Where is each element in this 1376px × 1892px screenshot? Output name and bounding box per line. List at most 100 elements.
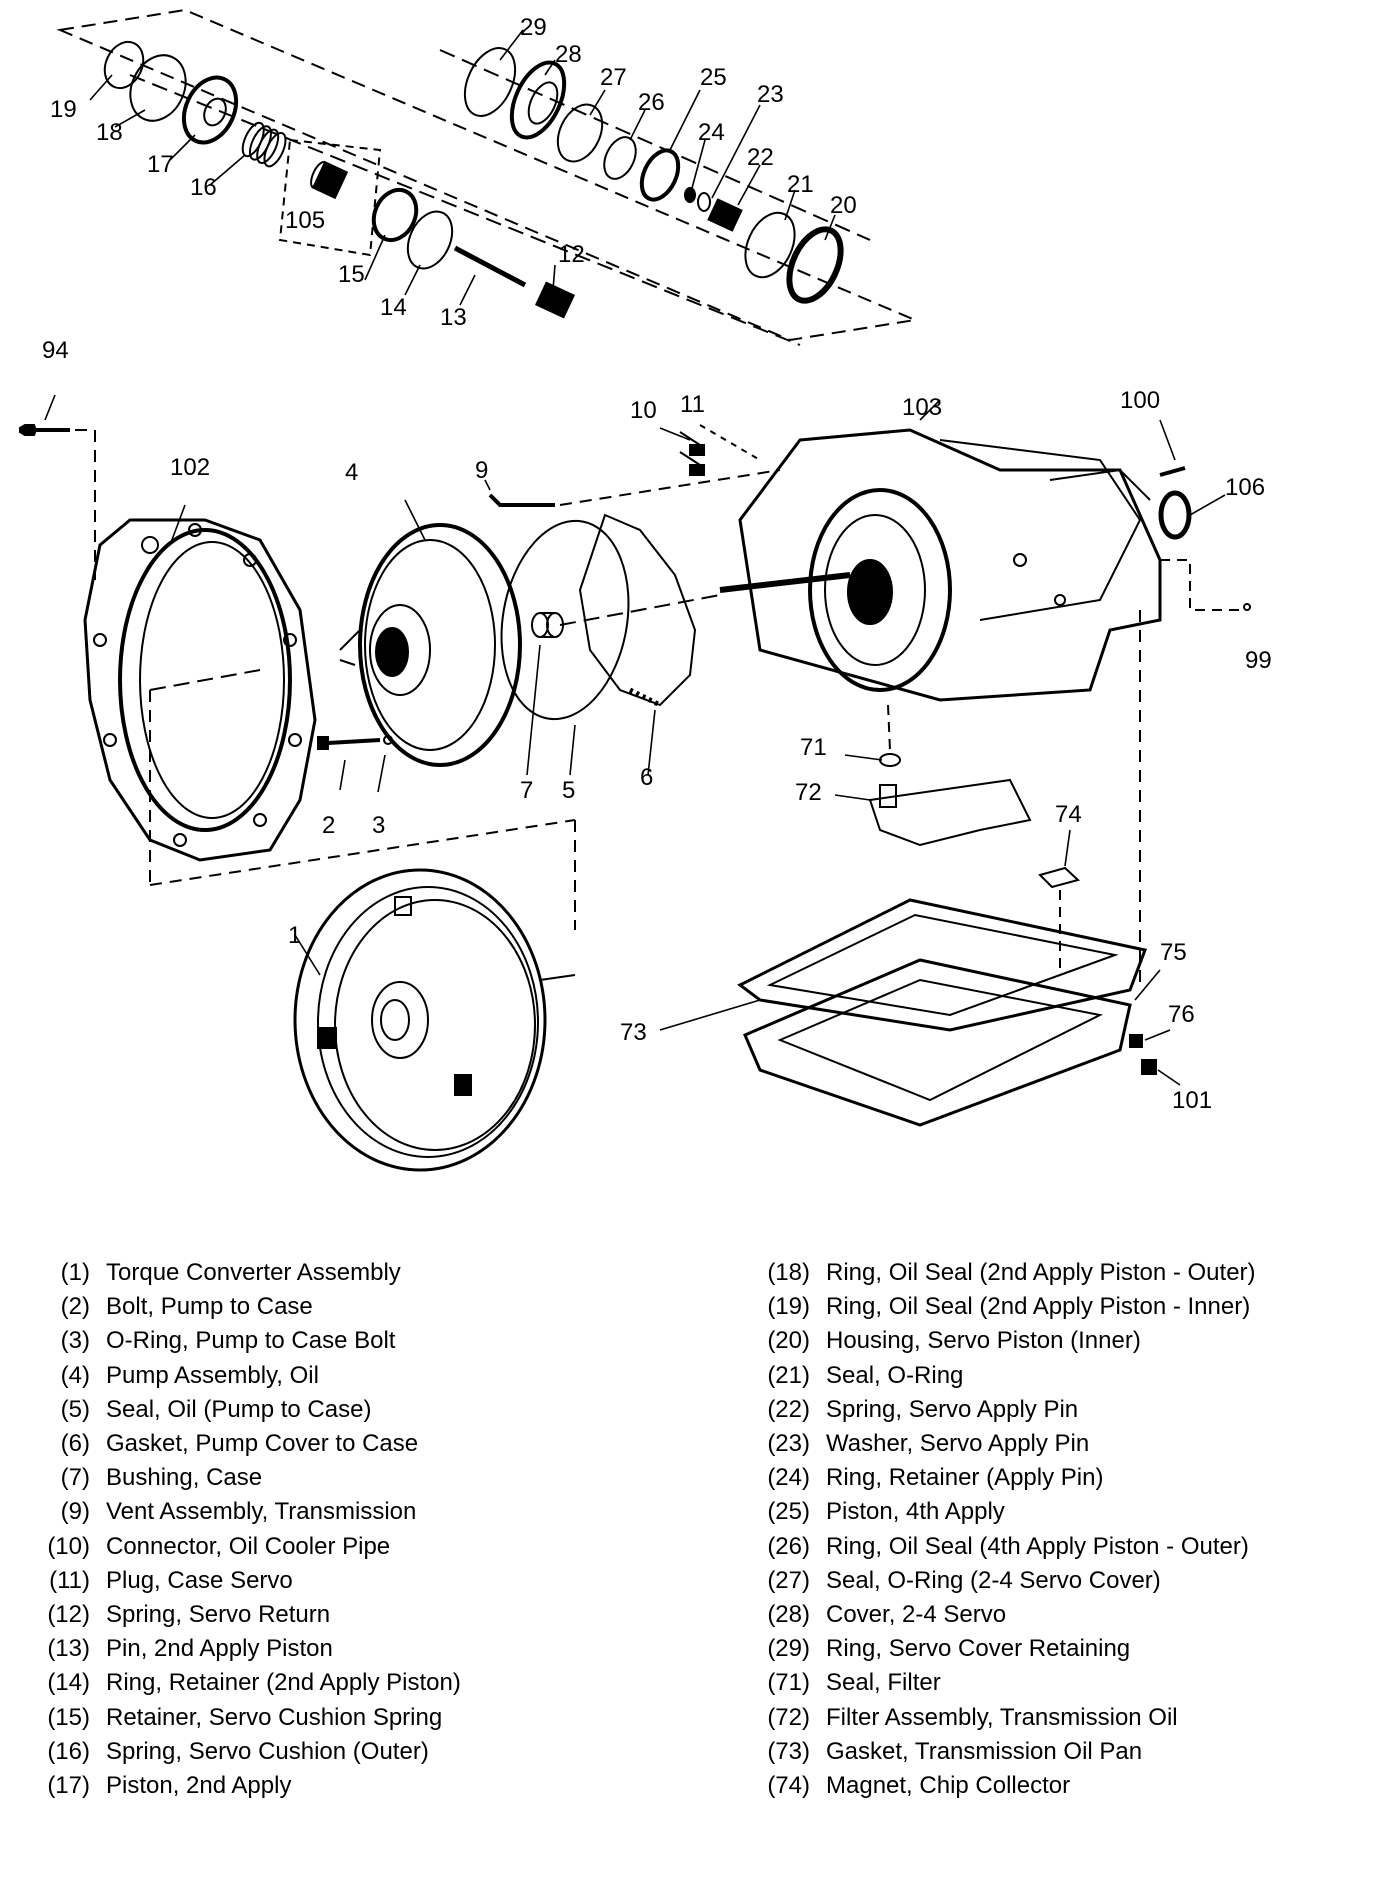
legend-item-number: (10) bbox=[47, 1532, 90, 1560]
legend-item-number: (20) bbox=[767, 1327, 810, 1355]
legend-item-description: Seal, O-Ring (2-4 Servo Cover) bbox=[826, 1566, 1161, 1594]
legend-item: (10)Connector, Oil Cooler Pipe bbox=[20, 1530, 680, 1564]
legend-item-description: Spring, Servo Return bbox=[106, 1600, 331, 1628]
pump-bolt bbox=[317, 735, 393, 793]
callout-17: 17 bbox=[147, 151, 174, 178]
callout-75: 75 bbox=[1160, 939, 1187, 966]
legend-item: (29)Ring, Servo Cover Retaining bbox=[740, 1632, 1360, 1666]
callout-26: 26 bbox=[638, 89, 665, 116]
legend-item-number: (29) bbox=[767, 1635, 810, 1663]
callout-25: 25 bbox=[700, 64, 727, 91]
legend-item: (13)Pin, 2nd Apply Piston bbox=[20, 1632, 680, 1666]
legend-right-column: (18)Ring, Oil Seal (2nd Apply Piston - O… bbox=[740, 1256, 1360, 1803]
transmission-vent bbox=[484, 469, 781, 507]
torque-converter bbox=[149, 690, 576, 1172]
callout-13: 13 bbox=[440, 304, 467, 331]
callout-22: 22 bbox=[747, 144, 774, 171]
callout-14: 14 bbox=[380, 294, 407, 321]
legend-item: (27) Seal, O-Ring (2-4 Servo Cover) bbox=[740, 1564, 1360, 1598]
exploded-view-diagram: 1 2 3 4 5 6 7 9 10 11 12 13 14 15 16 17 … bbox=[19, 8, 1272, 1172]
legend-item-description: Piston, 2nd Apply bbox=[106, 1771, 292, 1799]
legend-item-description: Housing, Servo Piston (Inner) bbox=[826, 1327, 1141, 1355]
legend-item-description: Vent Assembly, Transmission bbox=[106, 1498, 417, 1526]
legend-item-description: Spring, Servo Cushion (Outer) bbox=[106, 1737, 429, 1765]
legend-item-number: (24) bbox=[767, 1464, 810, 1492]
legend-item-number: (23) bbox=[767, 1430, 810, 1458]
legend-item: (28)Cover, 2-4 Servo bbox=[740, 1598, 1360, 1632]
callout-19: 19 bbox=[50, 96, 77, 123]
legend-item: (25) Piston, 4th Apply bbox=[740, 1495, 1360, 1529]
legend-item-description: Pin, 2nd Apply Piston bbox=[106, 1635, 333, 1663]
callout-103: 103 bbox=[902, 394, 942, 421]
legend-item: (74)Magnet, Chip Collector bbox=[740, 1769, 1360, 1803]
diagram-canvas: 1 2 3 4 5 6 7 9 10 11 12 13 14 15 16 17 … bbox=[19, 8, 1272, 1172]
callout-29: 29 bbox=[520, 14, 547, 41]
callout-3: 3 bbox=[372, 812, 385, 839]
legend-item: (23)Washer, Servo Apply Pin bbox=[740, 1427, 1360, 1461]
callout-102: 102 bbox=[170, 454, 210, 481]
legend-item-number: (25) bbox=[767, 1498, 810, 1526]
legend-item: (19)Ring, Oil Seal (2nd Apply Piston - I… bbox=[740, 1290, 1360, 1324]
legend-item: (14)Ring, Retainer (2nd Apply Piston) bbox=[20, 1666, 680, 1700]
legend-item-description: Seal, O-Ring bbox=[826, 1361, 964, 1389]
legend-item-description: Bolt, Pump to Case bbox=[106, 1293, 313, 1321]
callout-100: 100 bbox=[1120, 387, 1160, 414]
legend-item: (5)Seal, Oil (Pump to Case) bbox=[20, 1393, 680, 1427]
callout-9: 9 bbox=[475, 457, 488, 484]
legend-item: (18)Ring, Oil Seal (2nd Apply Piston - O… bbox=[740, 1256, 1360, 1290]
callout-106: 106 bbox=[1225, 474, 1265, 501]
legend-item-description: Seal, Filter bbox=[826, 1669, 941, 1697]
legend-item: (72) Filter Assembly, Transmission Oil bbox=[740, 1700, 1360, 1734]
callout-labels: 1 2 3 4 5 6 7 9 10 11 12 13 14 15 16 17 … bbox=[42, 14, 1272, 1114]
legend-item-number: (22) bbox=[767, 1395, 810, 1423]
callout-4: 4 bbox=[345, 459, 358, 486]
legend-item-description: Ring, Retainer (Apply Pin) bbox=[826, 1464, 1104, 1492]
legend-item-description: Ring, Oil Seal (2nd Apply Piston - Inner… bbox=[826, 1293, 1251, 1321]
pump-seal bbox=[500, 519, 630, 721]
callout-15: 15 bbox=[338, 261, 365, 288]
legend-item-number: (18) bbox=[767, 1259, 810, 1287]
legend-item: (7)Bushing, Case bbox=[20, 1461, 680, 1495]
legend-item: (12)Spring, Servo Return bbox=[20, 1598, 680, 1632]
callout-23: 23 bbox=[757, 81, 784, 108]
bolt-94 bbox=[19, 394, 96, 580]
callout-105: 105 bbox=[285, 207, 325, 234]
pump-gasket bbox=[578, 513, 697, 776]
legend-item-number: (27) bbox=[767, 1566, 810, 1594]
callout-101: 101 bbox=[1172, 1087, 1212, 1114]
legend-item-description: Gasket, Pump Cover to Case bbox=[106, 1430, 419, 1458]
legend-item: (24) Ring, Retainer (Apply Pin) bbox=[740, 1461, 1360, 1495]
legend-item-number: (15) bbox=[47, 1703, 90, 1731]
callout-74: 74 bbox=[1055, 801, 1082, 828]
callout-2: 2 bbox=[322, 812, 335, 839]
oil-filter bbox=[834, 704, 1032, 847]
callout-28: 28 bbox=[555, 41, 582, 68]
callout-21: 21 bbox=[787, 171, 814, 198]
converter-housing bbox=[83, 504, 317, 862]
legend-item-number: (4) bbox=[60, 1361, 90, 1389]
callout-99: 99 bbox=[1245, 647, 1272, 674]
oil-pump bbox=[339, 499, 522, 767]
legend-item-description: Filter Assembly, Transmission Oil bbox=[826, 1703, 1178, 1731]
callout-94: 94 bbox=[42, 337, 69, 364]
legend-item: (17)Piston, 2nd Apply bbox=[20, 1769, 680, 1803]
callout-1: 1 bbox=[288, 922, 301, 949]
legend-item: (16)Spring, Servo Cushion (Outer) bbox=[20, 1735, 680, 1769]
legend-item-number: (11) bbox=[49, 1566, 90, 1594]
rear-seal bbox=[1158, 490, 1226, 540]
callout-73: 73 bbox=[620, 1019, 647, 1046]
callout-16: 16 bbox=[190, 174, 217, 201]
transmission-case bbox=[659, 399, 1162, 702]
callout-7: 7 bbox=[520, 777, 533, 804]
legend-item-number: (28) bbox=[767, 1600, 810, 1628]
legend-item-description: Ring, Retainer (2nd Apply Piston) bbox=[106, 1669, 461, 1697]
chip-magnet bbox=[1038, 866, 1081, 889]
callout-20: 20 bbox=[830, 192, 857, 219]
callout-11: 11 bbox=[680, 391, 705, 418]
legend-item: (26)Ring, Oil Seal (4th Apply Piston - O… bbox=[740, 1530, 1360, 1564]
legend-item: (15)Retainer, Servo Cushion Spring bbox=[20, 1700, 680, 1734]
legend-item-number: (72) bbox=[767, 1703, 810, 1731]
callout-10: 10 bbox=[630, 397, 657, 424]
legend-item-description: Piston, 4th Apply bbox=[826, 1498, 1005, 1526]
legend-item-description: Torque Converter Assembly bbox=[106, 1259, 401, 1287]
